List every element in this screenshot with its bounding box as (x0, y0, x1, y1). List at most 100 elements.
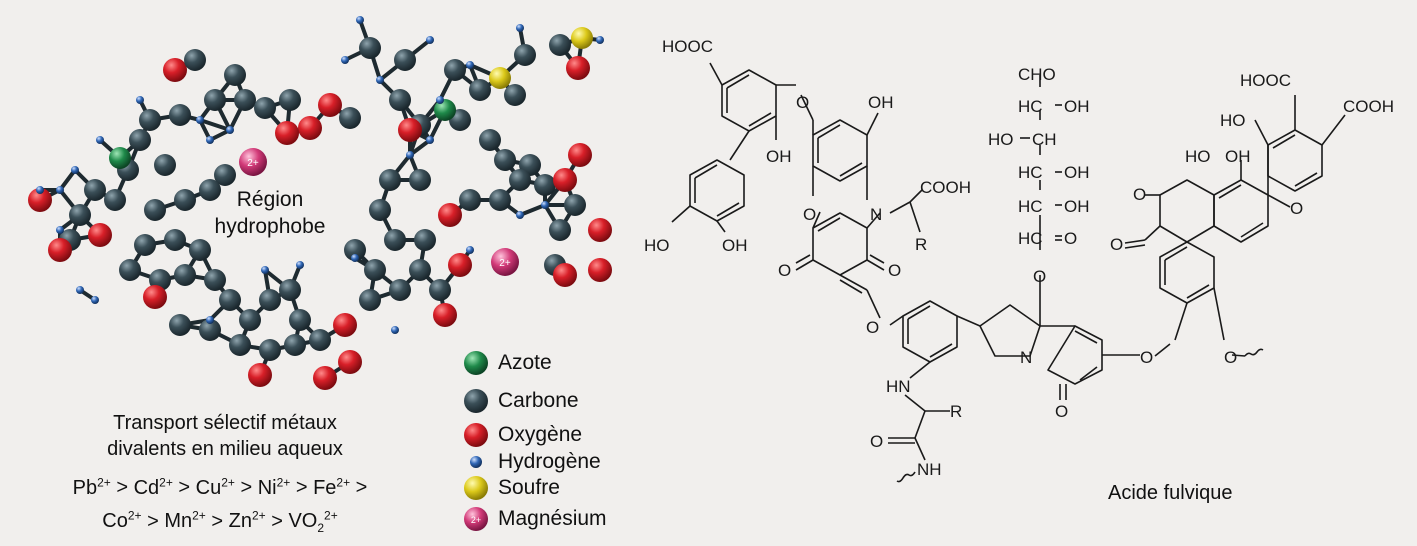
atom (204, 269, 226, 291)
svg-text:O: O (778, 261, 791, 280)
svg-text:2+: 2+ (471, 515, 481, 525)
svg-text:O: O (870, 432, 883, 451)
svg-text:O: O (1133, 185, 1146, 204)
atom (139, 109, 161, 131)
svg-text:HO: HO (1220, 111, 1246, 130)
atom (351, 254, 359, 262)
atom (553, 168, 577, 192)
legend-item-soufre: Soufre (462, 474, 560, 502)
svg-text:COOH: COOH (920, 178, 971, 197)
atom (224, 64, 246, 86)
atom (163, 58, 187, 82)
atom (344, 239, 366, 261)
atom (309, 329, 331, 351)
svg-text:OH: OH (1064, 163, 1090, 182)
legend-item-oxygene: Oxygène (462, 421, 582, 449)
atom (494, 149, 516, 171)
atom (389, 279, 411, 301)
atom (459, 189, 481, 211)
atom (564, 194, 586, 216)
atom (504, 84, 526, 106)
atom (279, 89, 301, 111)
atom (248, 363, 272, 387)
atom (199, 179, 221, 201)
svg-text:COOH: COOH (1343, 97, 1394, 116)
ion-fe: Fe2+ (313, 475, 351, 499)
atom (275, 121, 299, 145)
atom (549, 34, 571, 56)
atom (119, 259, 141, 281)
ion-co: Co2+ (102, 508, 142, 533)
atom (144, 199, 166, 221)
atom (206, 136, 214, 144)
atom (239, 309, 261, 331)
svg-text:O: O (1110, 235, 1123, 254)
atom (433, 303, 457, 327)
atom (298, 116, 322, 140)
atom (143, 285, 167, 309)
atom (429, 279, 451, 301)
svg-text:N: N (1020, 348, 1032, 367)
atom (296, 261, 304, 269)
atom (313, 366, 337, 390)
structure-title: Acide fulvique (1108, 482, 1233, 504)
atom (169, 314, 191, 336)
svg-text:HN: HN (886, 377, 911, 396)
atom (229, 334, 251, 356)
atom (434, 99, 456, 121)
atom (48, 238, 72, 262)
atom (514, 44, 536, 66)
svg-text:HOOC: HOOC (1240, 71, 1291, 90)
legend-item-magnesium: 2+ Magnésium (462, 505, 607, 533)
atom (56, 186, 64, 194)
atom (541, 201, 549, 209)
svg-text:O: O (888, 261, 901, 280)
ion-pb: Pb2+ (72, 475, 111, 499)
svg-text:O: O (1140, 348, 1153, 367)
ion-zn: Zn2+ (228, 508, 266, 533)
atom (174, 264, 196, 286)
atom (409, 259, 431, 281)
svg-text:R: R (915, 235, 927, 254)
atom (479, 129, 501, 151)
atom (466, 246, 474, 254)
atom (169, 104, 191, 126)
svg-text:O: O (796, 93, 809, 112)
svg-text:2+: 2+ (247, 158, 259, 169)
selectivity-series-line-2: Co2+ > Mn2+ > Zn2+ > VO22+ (102, 508, 338, 536)
atom (134, 234, 156, 256)
svg-text:HOOC: HOOC (662, 37, 713, 56)
atom (426, 36, 434, 44)
atom (469, 79, 491, 101)
atom (571, 27, 593, 49)
atom (318, 93, 342, 117)
atom (199, 319, 221, 341)
atom (56, 226, 64, 234)
atom (438, 203, 462, 227)
atom (96, 136, 104, 144)
svg-text:NH: NH (917, 460, 942, 479)
atom (91, 296, 99, 304)
atom (394, 49, 416, 71)
red-sphere-icon (464, 423, 488, 447)
atom (489, 189, 511, 211)
svg-text:O: O (1224, 348, 1237, 367)
atom (214, 164, 236, 186)
atom (189, 239, 211, 261)
fulvic-acid-structure: HOOC O OH OH HO OH O N COOH R O O O HN R… (644, 37, 1394, 483)
svg-text:OH: OH (722, 236, 748, 255)
atom (588, 258, 612, 282)
svg-text:HO: HO (1185, 147, 1211, 166)
ion-cd: Cd2+ (133, 475, 173, 499)
atom (196, 116, 204, 124)
atom (136, 96, 144, 104)
svg-text:HC: HC (1018, 97, 1043, 116)
atom (409, 169, 431, 191)
svg-text:CH: CH (1032, 130, 1057, 149)
ion-mn: Mn2+ (164, 508, 206, 533)
svg-text:OH: OH (1064, 197, 1090, 216)
svg-text:O: O (1055, 402, 1068, 421)
atom (391, 326, 399, 334)
legend-item-carbone: Carbone (462, 387, 579, 415)
svg-text:HO: HO (988, 130, 1014, 149)
